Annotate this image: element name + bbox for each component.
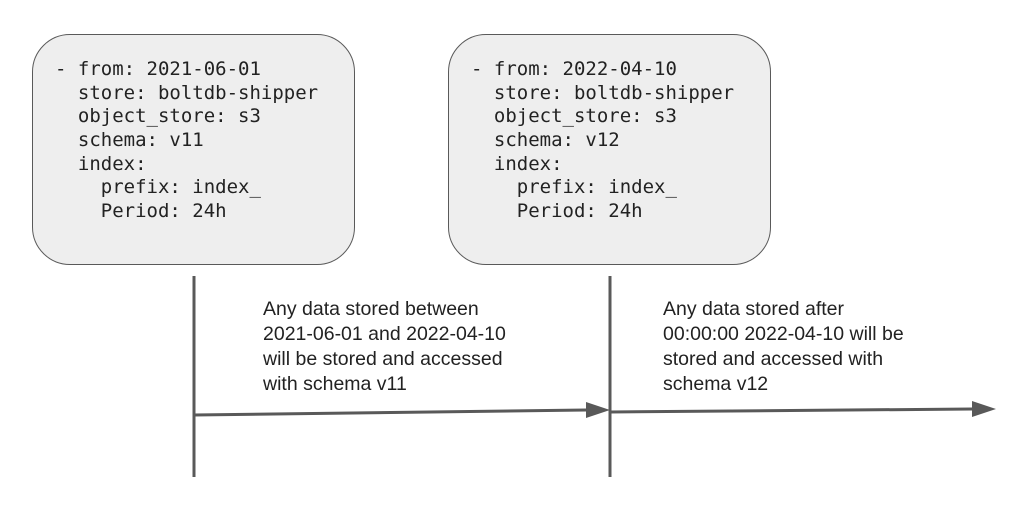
config-line: Period: 24h	[55, 200, 227, 223]
config-line: Period: 24h	[471, 200, 643, 223]
note-line: Any data stored between	[263, 298, 479, 320]
config-line: schema: v12	[471, 129, 620, 152]
schema-note-v11: Any data stored between 2021-06-01 and 2…	[263, 297, 506, 397]
note-line: with schema v11	[263, 373, 407, 395]
note-line: Any data stored after	[663, 298, 845, 320]
arrowhead-v11	[586, 402, 610, 418]
arrowhead-v12	[972, 401, 996, 417]
config-line: - from: 2022-04-10	[471, 58, 677, 80]
config-line: store: boltdb-shipper	[471, 81, 735, 104]
note-line: 2021-06-01 and 2022-04-10	[263, 323, 506, 345]
config-line: schema: v11	[55, 129, 204, 152]
timeline-segment-v12-arrow	[609, 407, 973, 414]
timeline-segment-v11-arrow	[193, 408, 587, 417]
config-line: prefix: index_	[55, 176, 261, 199]
note-line: schema v12	[663, 373, 769, 395]
schema-config-box-v11: - from: 2021-06-01 store: boltdb-shipper…	[32, 34, 355, 265]
config-line: index:	[55, 152, 147, 175]
config-line: object_store: s3	[471, 105, 677, 128]
config-line: object_store: s3	[55, 105, 261, 128]
config-line: - from: 2021-06-01	[55, 58, 261, 80]
schema-config-box-v12: - from: 2022-04-10 store: boltdb-shipper…	[448, 34, 771, 265]
schema-note-v12: Any data stored after 00:00:00 2022-04-1…	[663, 297, 904, 397]
note-line: stored and accessed with	[663, 348, 884, 370]
config-line: prefix: index_	[471, 176, 677, 199]
config-line: index:	[471, 152, 563, 175]
note-line: will be stored and accessed	[263, 348, 503, 370]
note-line: 00:00:00 2022-04-10 will be	[663, 323, 904, 345]
config-line: store: boltdb-shipper	[55, 81, 319, 104]
